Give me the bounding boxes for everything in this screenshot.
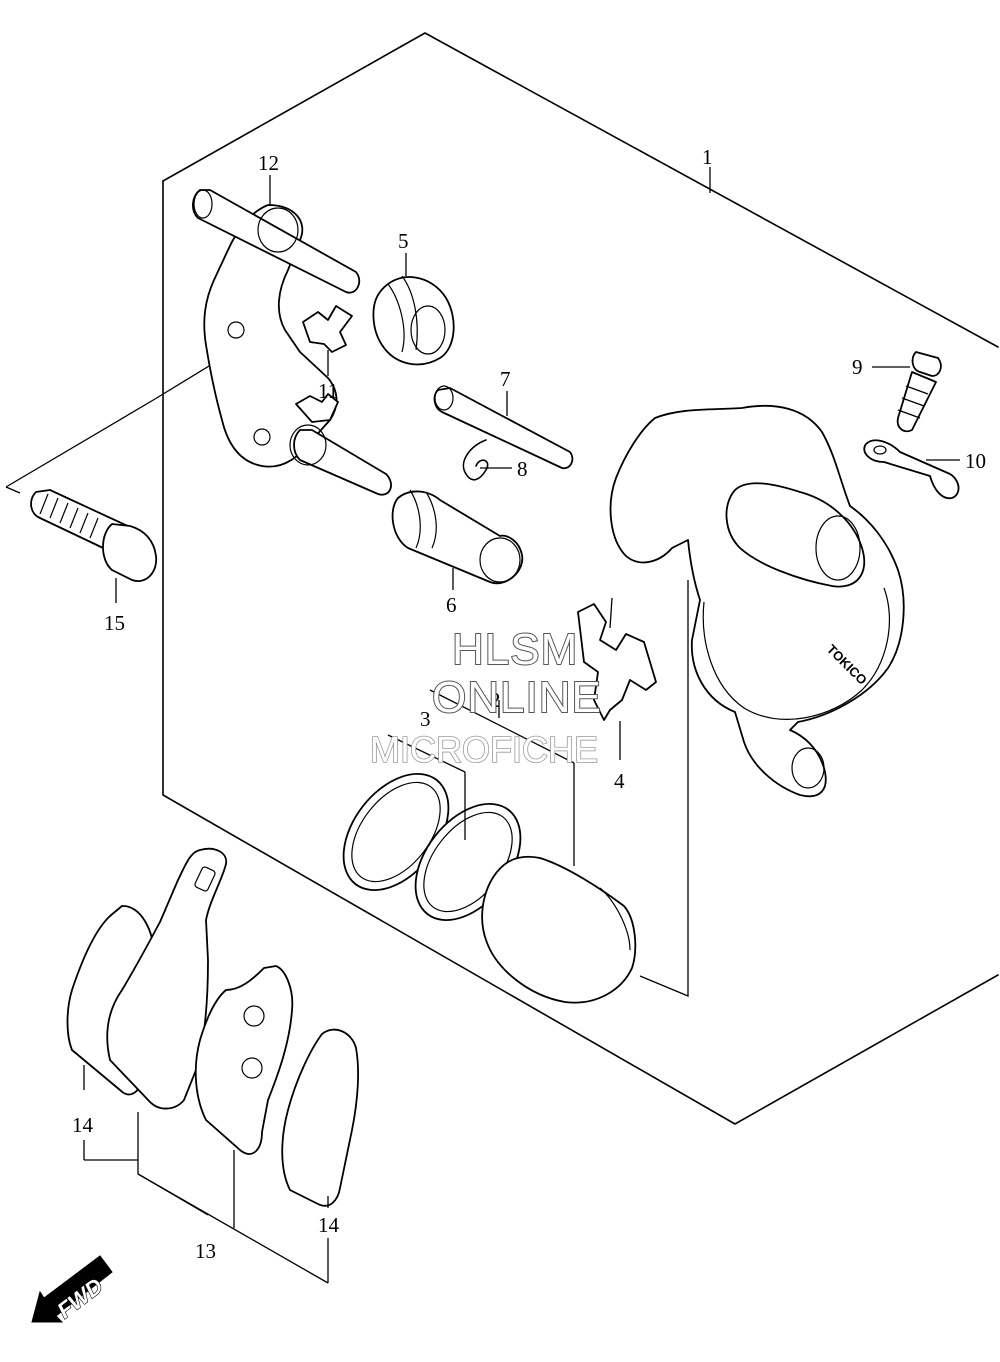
caliper-piston xyxy=(481,855,637,1004)
caliper-bracket xyxy=(192,189,392,496)
callout-2: 2 xyxy=(490,688,501,712)
callout-7: 7 xyxy=(500,367,511,391)
watermark-line-2: ONLINE xyxy=(432,673,602,722)
assembly-outline xyxy=(5,32,999,1125)
boot-5 xyxy=(372,275,455,366)
callout-3: 3 xyxy=(420,707,431,731)
callout-labels: 1 2 3 4 5 6 7 8 9 10 11 12 13 14 14 15 xyxy=(72,145,986,1263)
callout-15: 15 xyxy=(104,611,125,635)
callout-5: 5 xyxy=(398,229,409,253)
callout-14-right: 14 xyxy=(318,1213,340,1237)
brake-pad-set xyxy=(66,847,359,1207)
callout-14-left: 14 xyxy=(72,1113,94,1137)
watermark: HLSM ONLINE MICROFICHE xyxy=(369,624,602,771)
watermark-line-3: MICROFICHE xyxy=(370,729,598,770)
fwd-arrow-icon xyxy=(31,1255,113,1323)
bolt-7 xyxy=(433,385,574,470)
callout-4: 4 xyxy=(614,769,625,793)
bleeder-valve-9 xyxy=(896,351,942,433)
bleeder-cap-10 xyxy=(863,439,960,500)
leader-lines xyxy=(83,167,960,1284)
callout-10: 10 xyxy=(965,449,986,473)
clip-8 xyxy=(462,439,489,481)
callout-13: 13 xyxy=(195,1239,216,1263)
caliper-body: TOKICO xyxy=(609,404,905,798)
forward-direction-arrow: FWD xyxy=(31,1255,113,1324)
callout-6: 6 xyxy=(446,593,457,617)
pad-spring-4 xyxy=(577,603,657,721)
callout-11: 11 xyxy=(318,379,338,403)
slide-pin-6 xyxy=(391,489,524,585)
bolt-15 xyxy=(30,489,158,582)
callout-9: 9 xyxy=(852,355,863,379)
watermark-line-1: HLSM xyxy=(452,625,578,674)
callout-1: 1 xyxy=(702,145,713,169)
callout-8: 8 xyxy=(517,457,528,481)
callout-12: 12 xyxy=(258,151,279,175)
